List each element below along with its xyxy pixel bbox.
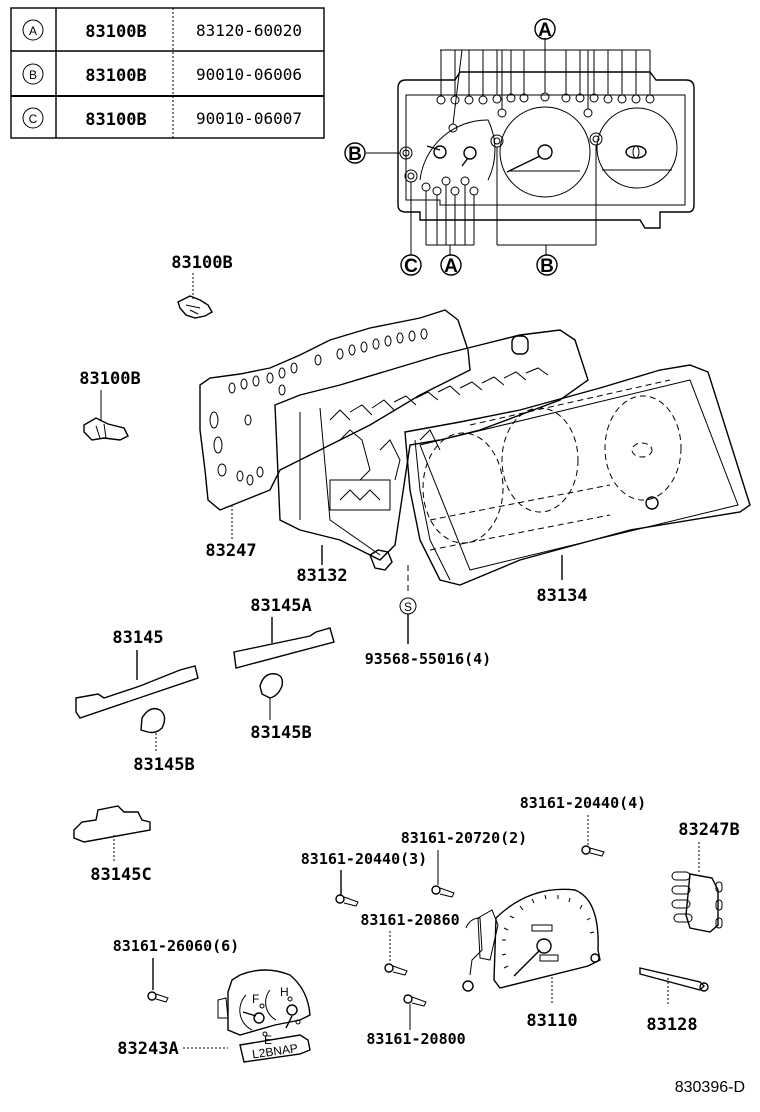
part-label: 83161-26060(6)	[113, 937, 239, 955]
plate-83145C[interactable]: 83145C	[73, 805, 152, 885]
callout-a-icon	[22, 19, 44, 41]
legend-number: 90010-06007	[196, 109, 302, 128]
screw-icon	[335, 894, 345, 904]
fuel-temp-gauge-83243A[interactable]: F E H L2BNAP 83243A	[117, 969, 311, 1063]
reset-knob-83128[interactable]: 83128	[639, 967, 709, 1035]
legend-key: B	[29, 68, 37, 82]
part-label: 83161-20720(2)	[401, 829, 527, 847]
screw-83161-20440-4[interactable]: 83161-20440(4)	[520, 794, 646, 857]
toyota-logo-icon	[631, 442, 653, 458]
svg-text:S: S	[404, 600, 412, 614]
callout-bottom-c: C	[400, 254, 422, 277]
legend-part: 83100B	[85, 22, 146, 42]
screw-83161-26060-6[interactable]: 83161-26060(6)	[113, 937, 239, 1003]
part-label: 83161-20800	[366, 1030, 465, 1048]
toyota-logo-icon	[625, 145, 647, 159]
legend-number: 90010-06006	[196, 65, 302, 84]
temp-hot-mark: H	[280, 985, 289, 999]
part-label: 83161-20440(3)	[301, 850, 427, 868]
screw-icon	[431, 885, 441, 895]
connector-83247B[interactable]: 83247B	[671, 820, 740, 933]
bulb-sockets-top	[436, 49, 655, 133]
part-label: 83128	[646, 1015, 697, 1035]
callout-b-icon	[22, 63, 44, 85]
part-label: 83161-20860	[360, 911, 459, 929]
legend-part: 83100B	[85, 110, 146, 130]
glass-cover-83134[interactable]: 83134	[404, 364, 751, 606]
printed-circuit-83247[interactable]: 83247	[199, 309, 471, 561]
bulb-socket-upper[interactable]: 83100B	[171, 253, 233, 319]
cluster-case-83132[interactable]: 83132	[274, 329, 589, 586]
part-label: 93568-55016(4)	[365, 650, 491, 668]
speedo-ticks	[501, 894, 595, 969]
legend-key: C	[29, 112, 38, 126]
cluster-front-view: A B C A B	[344, 18, 695, 277]
bulb-socket-left[interactable]: 83100B	[79, 369, 141, 441]
legend-row-a: A 83100B 83120-60020	[22, 19, 302, 42]
callout-c-icon	[22, 107, 44, 129]
screw-icon	[403, 994, 413, 1004]
legend-key: A	[29, 24, 37, 38]
part-label: 83161-20440(4)	[520, 794, 646, 812]
figure-reference: 830396-D	[675, 1079, 745, 1096]
screw-icon	[581, 845, 591, 855]
fuel-full-mark: F	[252, 992, 259, 1006]
gauge-plate-text: L2BNAP	[251, 1041, 299, 1061]
part-label: 83145C	[90, 865, 151, 885]
needle-hub-icon	[433, 145, 447, 159]
svg-text:A: A	[538, 20, 552, 41]
part-label: 83145B	[133, 755, 194, 775]
screw-83161-20440-3[interactable]: 83161-20440(3)	[301, 850, 427, 907]
screw-icon	[384, 963, 394, 973]
speedometer-83110[interactable]: 83110	[462, 888, 601, 1031]
part-label: 83110	[526, 1011, 577, 1031]
callout-left-b: B	[344, 142, 366, 165]
legend-number: 83120-60020	[196, 21, 302, 40]
lens-83145B-right[interactable]: 83145B	[250, 673, 312, 743]
svg-text:A: A	[444, 256, 458, 277]
screw-83161-20860[interactable]: 83161-20860	[360, 911, 460, 976]
screw-icon	[147, 991, 157, 1001]
plate-83145[interactable]: 83145	[75, 628, 199, 719]
svg-text:B: B	[348, 144, 362, 165]
part-label: 83134	[536, 586, 587, 606]
part-label: 83247B	[678, 820, 739, 840]
part-label: 83145A	[250, 596, 311, 616]
legend-row-b: B 83100B 90010-06006	[22, 63, 302, 86]
part-label: 83100B	[79, 369, 140, 389]
legend-part: 83100B	[85, 66, 146, 86]
svg-text:C: C	[404, 256, 418, 277]
screw-83161-20720-2[interactable]: 83161-20720(2)	[401, 829, 527, 898]
bulb-sockets-bottom	[421, 176, 479, 255]
part-label: 83145	[112, 628, 163, 648]
callout-bottom-a: A	[440, 254, 462, 277]
lens-83145B-left[interactable]: 83145B	[133, 707, 195, 775]
legend-table: A 83100B 83120-60020 B 83100B 90010-0600…	[10, 7, 325, 139]
part-label: 83243A	[117, 1039, 178, 1059]
part-label: 83145B	[250, 723, 311, 743]
screw-83161-20800[interactable]: 83161-20800	[366, 994, 466, 1048]
svg-text:B: B	[540, 256, 554, 277]
part-label: 83247	[205, 541, 256, 561]
callout-top-a: A	[534, 18, 556, 41]
part-label: 83132	[296, 566, 347, 586]
plate-83145A[interactable]: 83145A	[233, 596, 335, 669]
part-label: 83100B	[171, 253, 232, 273]
legend-row-c: C 83100B 90010-06007	[22, 107, 302, 130]
screw-93568[interactable]: S 93568-55016(4)	[365, 565, 491, 668]
callout-bottom-b: B	[536, 254, 558, 277]
